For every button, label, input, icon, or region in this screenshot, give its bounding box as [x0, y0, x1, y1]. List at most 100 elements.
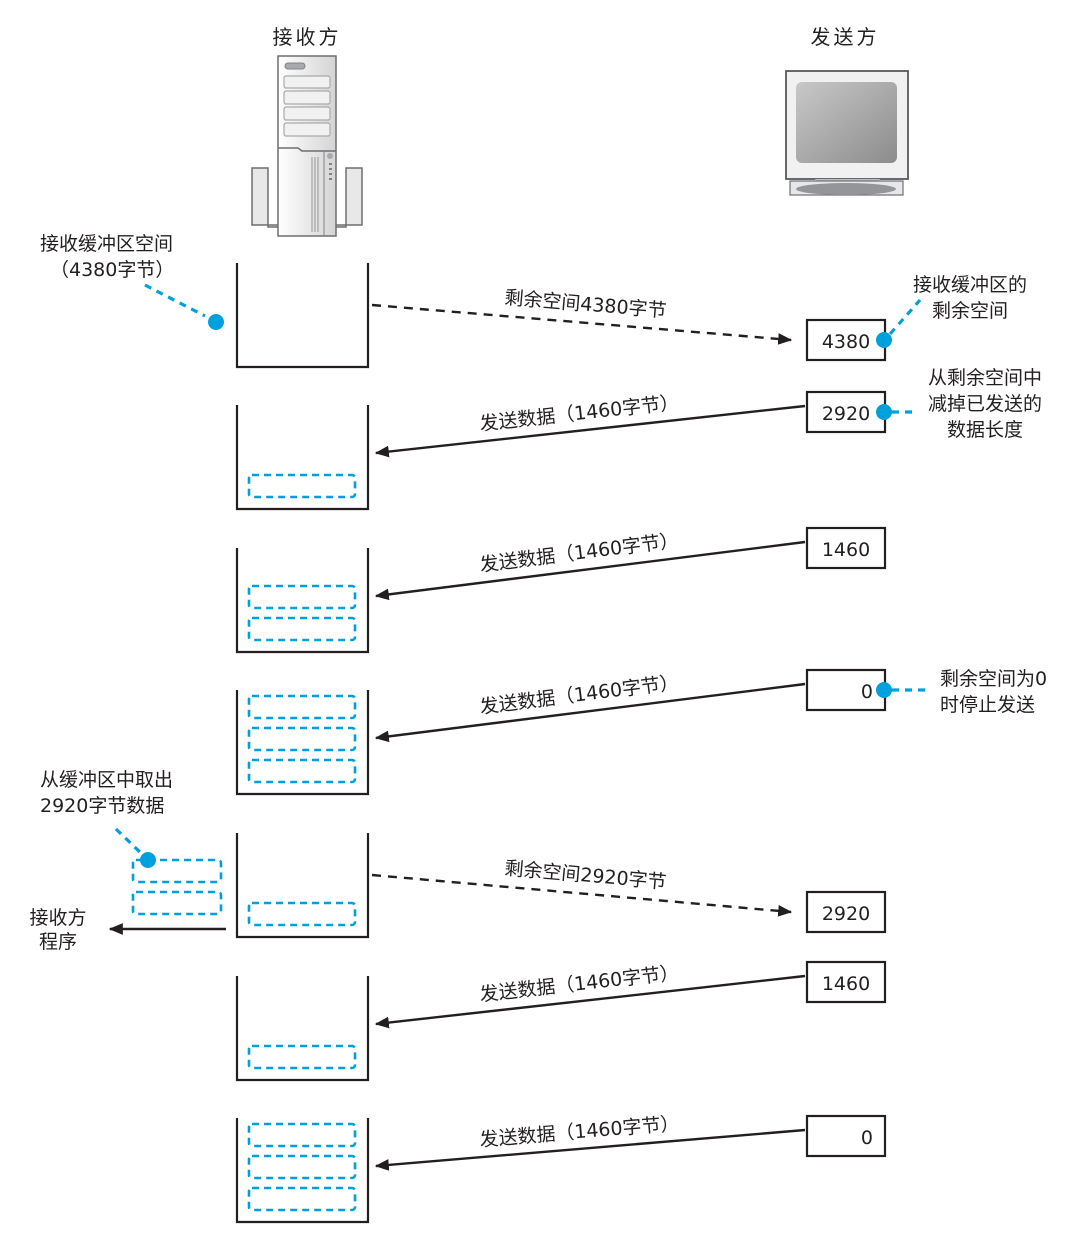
callout-text: 数据长度 [947, 419, 1023, 441]
arrow-line [374, 682, 806, 743]
data-segment [247, 758, 357, 784]
counter-box [805, 318, 887, 362]
callout-leader [114, 827, 147, 859]
callout-dot [876, 404, 892, 420]
crt-monitor-icon [785, 70, 909, 196]
window-counter: 2920 [805, 390, 887, 434]
data-segment [247, 1044, 357, 1070]
counter-value: 4380 [822, 331, 870, 353]
data-segment [247, 1186, 357, 1212]
receive-buffer [235, 1118, 370, 1224]
sender-title: 发送方 [811, 25, 880, 49]
removed-callout-text: 从缓冲区中取出 [40, 769, 173, 791]
receive-buffer [235, 263, 370, 369]
receive-buffer [235, 976, 370, 1082]
step-3: 1460 发送数据（1460字节） [235, 526, 887, 654]
window-counter: 2920 [805, 890, 887, 934]
arrow-label: 剩余空间2920字节 [504, 857, 668, 893]
receive-buffer [235, 548, 370, 654]
callout-text: 接收缓冲区的 [913, 274, 1027, 296]
callout-leader [888, 298, 922, 336]
counter-box [805, 1114, 887, 1158]
buffer-capacity-text: 接收缓冲区空间 [40, 233, 173, 255]
callout-dot [876, 332, 892, 348]
counter-box [805, 526, 887, 570]
step-6: 1460 发送数据（1460字节） [235, 960, 887, 1082]
data-segment [247, 694, 357, 720]
removed-callout-text: 2920字节数据 [40, 795, 164, 817]
arrow-label: 剩余空间4380字节 [504, 287, 668, 322]
window-counter: 4380 [805, 318, 887, 362]
receiver-app-label: 接收方 [29, 907, 86, 929]
window-counter: 0 [805, 1114, 887, 1158]
buffer-capacity-text: （4380字节） [50, 259, 174, 281]
counter-callout: 剩余空间为0 时停止发送 [876, 668, 1047, 716]
receive-buffer [235, 690, 370, 796]
arrow-line [371, 873, 793, 917]
window-counter: 0 [805, 668, 887, 712]
arrow-label: 发送数据（1460字节） [479, 1113, 680, 1152]
data-segment [131, 858, 223, 884]
window-advertisement-arrow: 剩余空间2920字节 [371, 857, 793, 917]
receiver-title: 接收方 [273, 25, 342, 49]
callout-dot [140, 852, 156, 868]
data-segment [247, 1122, 357, 1148]
counter-value: 0 [861, 1127, 873, 1149]
data-segment [131, 890, 223, 916]
counter-box [805, 890, 887, 934]
arrow-line [371, 303, 793, 345]
data-segment [247, 473, 357, 499]
data-segment [247, 584, 357, 610]
buffer-outline [235, 405, 370, 511]
window-counter: 1460 [805, 960, 887, 1004]
data-segment [247, 901, 357, 927]
arrow-line [374, 1128, 806, 1171]
counter-value: 2920 [822, 903, 870, 925]
arrow-line [374, 540, 806, 601]
counter-box [805, 668, 887, 712]
counter-value: 1460 [822, 973, 870, 995]
buffer-capacity-callout: 接收缓冲区空间 （4380字节） [40, 233, 224, 330]
arrow-label: 发送数据（1460字节） [479, 392, 681, 436]
counter-box [805, 390, 887, 434]
data-send-arrow: 发送数据（1460字节） [374, 530, 806, 601]
data-segment [247, 1154, 357, 1180]
callout-text: 减掉已发送的 [928, 393, 1042, 415]
arrow-line [374, 404, 806, 458]
callout-text: 从剩余空间中 [928, 367, 1042, 389]
receiver-app-label: 程序 [39, 931, 77, 953]
buffer-outline [235, 1118, 370, 1224]
buffer-outline [235, 833, 370, 939]
removed-data: 从缓冲区中取出 2920字节数据 [40, 769, 223, 916]
buffer-outline [235, 263, 370, 369]
data-send-arrow: 发送数据（1460字节） [374, 1113, 806, 1171]
step-4: 0 发送数据（1460字节） 剩余空间为0 时停止发送 [235, 668, 1047, 796]
receive-buffer [235, 833, 370, 939]
counter-value: 0 [861, 681, 873, 703]
window-advertisement-arrow: 剩余空间4380字节 [371, 287, 793, 345]
data-segment [247, 726, 357, 752]
callout-text: 剩余空间为0 [940, 668, 1047, 690]
data-send-arrow: 发送数据（1460字节） [374, 672, 806, 743]
arrow-label: 发送数据（1460字节） [479, 962, 681, 1006]
callout-dot [876, 682, 892, 698]
arrow-line [374, 974, 806, 1029]
counter-value: 1460 [822, 539, 870, 561]
server-tower-icon [251, 55, 363, 237]
data-segment [247, 616, 357, 642]
callout-leader [144, 283, 206, 318]
step-7: 0 发送数据（1460字节） [235, 1113, 887, 1224]
buffer-outline [235, 690, 370, 796]
data-send-arrow: 发送数据（1460字节） [374, 392, 806, 458]
buffer-outline [235, 976, 370, 1082]
callout-text: 剩余空间 [932, 300, 1008, 322]
receive-buffer [235, 405, 370, 511]
callout-text: 时停止发送 [940, 694, 1035, 716]
